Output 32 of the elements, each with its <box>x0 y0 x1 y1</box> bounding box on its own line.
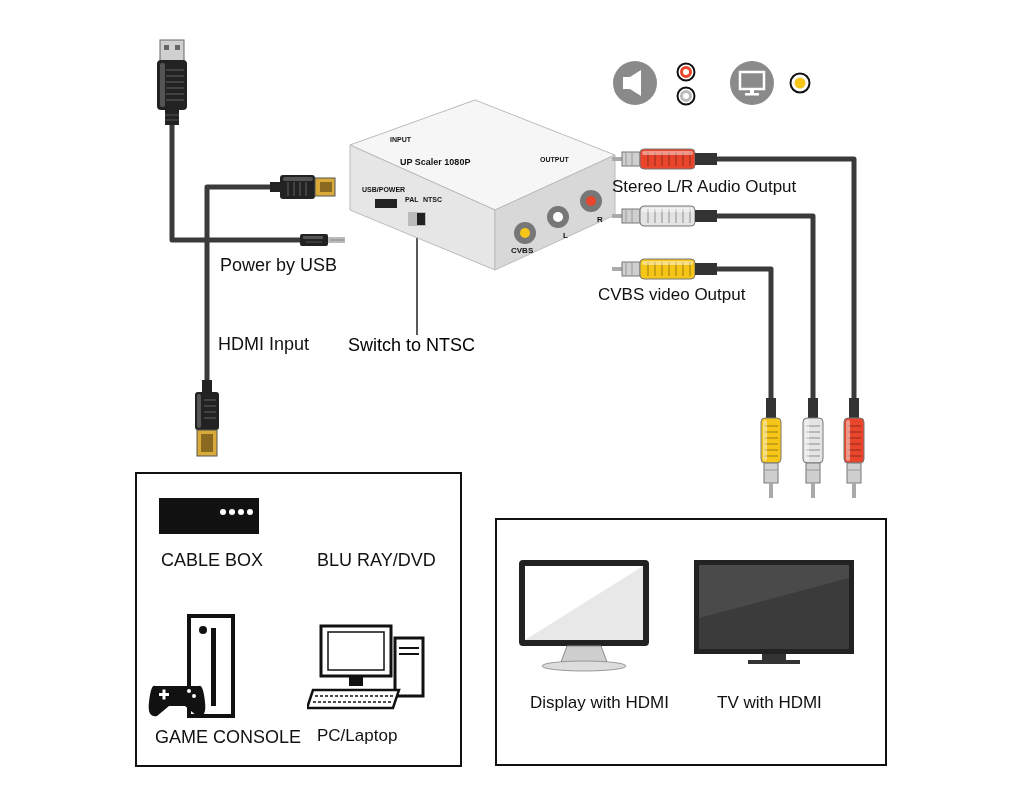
rca-plug-drawing <box>612 258 717 280</box>
port-label: CVBS <box>511 247 534 256</box>
callout-text: Power by USB <box>220 256 338 276</box>
micro-usb-plug-drawing <box>300 232 345 248</box>
model-text: UP Scaler 1080P <box>400 158 471 168</box>
switch-drawing <box>408 212 426 226</box>
hdmi-plug-drawing <box>192 380 222 458</box>
port-label: L <box>563 232 568 241</box>
hdmi-plug-drawing <box>270 172 335 202</box>
rca-plug-drawing <box>802 398 824 498</box>
device-label: Display with HDMI <box>530 693 669 713</box>
callout-text: CVBS video Output <box>598 286 746 305</box>
cable <box>717 213 816 398</box>
cable <box>169 125 300 243</box>
port-label: R <box>597 216 603 225</box>
rca-plug-drawing <box>612 148 717 170</box>
cable <box>717 266 774 398</box>
callout-text: Switch to NTSC <box>348 335 476 356</box>
cable <box>204 184 270 380</box>
rca-plug-drawing <box>760 398 782 498</box>
device-label: GAME CONSOLE <box>155 727 302 748</box>
callout-text: HDMI Input <box>218 335 310 355</box>
device-label: BLU RAY/DVD <box>317 550 436 571</box>
rca-plug-drawing <box>612 205 717 227</box>
rca-plug-drawing <box>843 398 865 498</box>
device-label: TV with HDMI <box>717 693 822 713</box>
device-label: PC/Laptop <box>317 726 398 746</box>
callout-text: Stereo L/R Audio Output <box>612 178 797 197</box>
display-panel <box>495 518 887 766</box>
device-label: CABLE BOX <box>161 550 264 571</box>
cable <box>717 156 857 398</box>
source-panel <box>135 472 462 767</box>
